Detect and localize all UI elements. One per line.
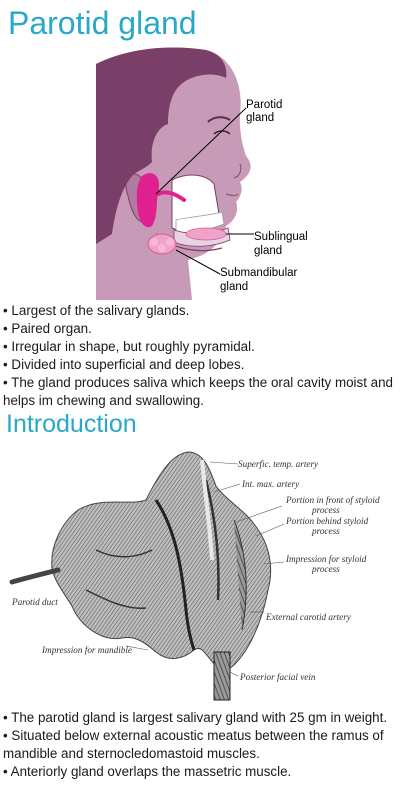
list-item: Situated below external acoustic meatus … bbox=[0, 727, 404, 763]
list-item: Anteriorly gland overlaps the massetric … bbox=[0, 763, 404, 781]
page-title: Parotid gland bbox=[8, 5, 197, 41]
label-portion-behind-2: process bbox=[311, 526, 340, 536]
label-submandibular-2: gland bbox=[220, 281, 248, 293]
label-parotid: Parotid bbox=[246, 99, 282, 111]
label-portion-behind: Portion behind styloid bbox=[285, 516, 369, 526]
label-superfic-temp-artery: Superfic. temp. artery bbox=[238, 459, 319, 469]
list-item: The parotid gland is largest salivary gl… bbox=[0, 709, 404, 727]
label-impression-mandible: Impression for mandible bbox=[41, 645, 132, 655]
list-item: Divided into superficial and deep lobes. bbox=[0, 356, 404, 374]
section-title-introduction: Introduction bbox=[6, 410, 137, 438]
label-parotid-2: gland bbox=[246, 112, 274, 124]
list-item: Largest of the salivary glands. bbox=[0, 302, 404, 320]
label-sublingual-2: gland bbox=[254, 245, 282, 257]
label-external-carotid-artery: External carotid artery bbox=[265, 612, 352, 622]
label-impression-styloid-2: process bbox=[311, 564, 340, 574]
label-int-max-artery: Int. max. artery bbox=[241, 479, 300, 489]
label-submandibular: Submandibular bbox=[220, 267, 298, 279]
label-portion-front-2: process bbox=[311, 505, 340, 515]
list-item: Irregular in shape, but roughly pyramida… bbox=[0, 338, 404, 356]
introduction-list: The parotid gland is largest salivary gl… bbox=[0, 709, 404, 781]
list-item: Paired organ. bbox=[0, 320, 404, 338]
label-impression-styloid: Impression for styloid bbox=[285, 554, 367, 564]
label-portion-front: Portion in front of styloid bbox=[285, 495, 380, 505]
salivary-glands-illustration: Parotid gland Sublingual gland Submandib… bbox=[96, 47, 308, 300]
list-item: The gland produces saliva which keeps th… bbox=[0, 374, 404, 410]
label-posterior-facial-vein: Posterior facial vein bbox=[239, 672, 316, 682]
label-parotid-duct: Parotid duct bbox=[11, 597, 58, 607]
parotid-gland-engraving: Superfic. temp. artery Int. max. artery … bbox=[9, 451, 380, 701]
label-sublingual: Sublingual bbox=[254, 231, 308, 243]
summary-list: Largest of the salivary glands. Paired o… bbox=[0, 302, 404, 410]
